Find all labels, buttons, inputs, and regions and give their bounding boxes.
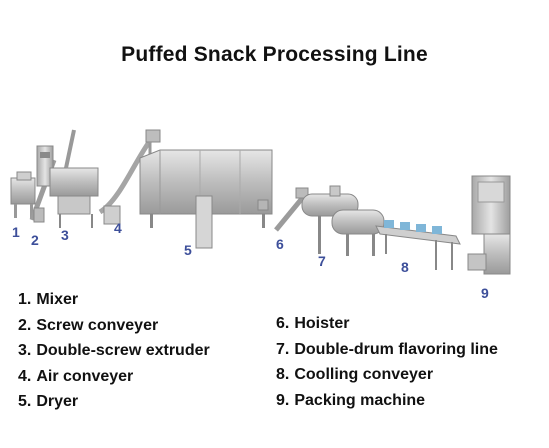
legend-label: Double-screw extruder [36, 342, 210, 359]
legend-label: Hoister [294, 315, 350, 332]
legend-label: Coolling conveyer [294, 366, 434, 383]
legend-item: 8.Coolling conveyer [276, 366, 434, 383]
legend-item: 1.Mixer [18, 291, 79, 308]
legend-right-column: 6.Hoister 7.Double-drum flavoring line 8… [276, 311, 498, 413]
hoister-machine [274, 187, 309, 232]
legend-item: 5.Dryer [18, 393, 79, 410]
legend-label: Packing machine [294, 391, 426, 409]
legend-item: 9.Packing machine [276, 391, 426, 409]
legend-item: 3.Double-screw extruder [18, 342, 210, 359]
machine-number-2: 2 [31, 232, 39, 248]
legend-item: 2.Screw conveyer [18, 316, 159, 334]
machine-number-8: 8 [401, 259, 409, 275]
machine-number-9: 9 [481, 285, 489, 301]
machine-number-6: 6 [276, 236, 284, 252]
machine-number-4: 4 [114, 220, 122, 236]
machine-number-7: 7 [318, 253, 326, 269]
legend-item: 4.Air conveyer [18, 367, 134, 385]
page-title: Puffed Snack Processing Line [121, 43, 428, 66]
double-drum-flavoring-machine [301, 185, 385, 256]
machine-number-3: 3 [61, 227, 69, 243]
machine-number-1: 1 [12, 224, 20, 240]
packing-machine [467, 175, 511, 275]
machine-number-5: 5 [184, 242, 192, 258]
legend-label: Mixer [36, 291, 79, 308]
legend-left-column: 1.Mixer 2.Screw conveyer 3.Double-screw … [18, 287, 210, 415]
legend-item: 7.Double-drum flavoring line [276, 340, 498, 358]
processing-line-illustration: 1 2 3 4 5 6 7 8 9 [10, 129, 511, 301]
dryer-machine [139, 149, 273, 249]
legend-label: Screw conveyer [36, 316, 159, 334]
mixer-machine [10, 171, 36, 218]
legend-label: Double-drum flavoring line [294, 340, 498, 358]
legend-label: Dryer [36, 393, 79, 410]
cooling-conveyer-machine [375, 220, 461, 270]
legend-item: 6.Hoister [276, 315, 350, 332]
double-screw-extruder-machine [36, 129, 99, 228]
legend-label: Air conveyer [36, 367, 134, 385]
